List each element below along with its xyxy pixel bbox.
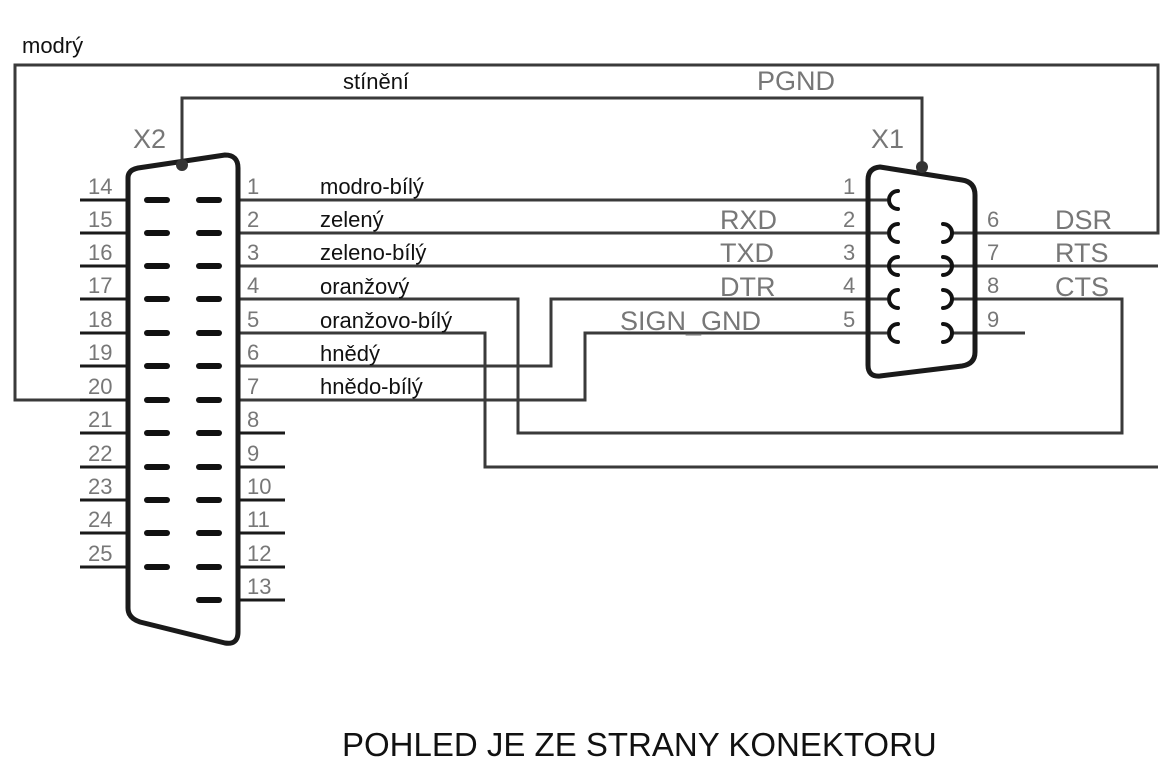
x2-pin-9: 9: [247, 441, 259, 466]
label-pin1: modro-bílý: [320, 174, 424, 199]
label-pgnd: PGND: [757, 66, 835, 96]
x2-pin-bars: [144, 197, 222, 603]
x1-connector-body: [865, 164, 978, 379]
wire-pin7: [238, 331, 887, 402]
x2-pin-16: 16: [88, 240, 112, 265]
label-pin5: oranžovo-bílý: [320, 308, 452, 333]
x1-pin-2: 2: [843, 207, 855, 232]
footer-caption: POHLED JE ZE STRANY KONEKTORU: [342, 726, 937, 763]
x2-pin-20: 20: [88, 374, 112, 399]
x1-label: X1: [871, 124, 904, 154]
x2-pin-25: 25: [88, 541, 112, 566]
x1-connector: X1 1 2 3 4 5 6 7 8 9: [843, 124, 999, 379]
x2-pin-3: 3: [247, 240, 259, 265]
label-stineni: stínění: [343, 69, 409, 94]
x1-shield-dot: [916, 161, 928, 173]
x1-pin-7: 7: [987, 240, 999, 265]
x2-pin-11: 11: [247, 507, 270, 532]
x2-connector-body: [125, 152, 241, 646]
x1-pin-3: 3: [843, 240, 855, 265]
x2-pin-21: 21: [88, 407, 112, 432]
signal-dsr: DSR: [1055, 205, 1112, 235]
x1-pin-8: 8: [987, 273, 999, 298]
x2-connector: X2 14 15 16 17 18 19 20 21 22 23 24 25 1…: [80, 124, 285, 646]
x2-pin-5: 5: [247, 307, 259, 332]
x2-label: X2: [133, 124, 166, 154]
x2-pin-23: 23: [88, 474, 112, 499]
x2-pin-24: 24: [88, 507, 112, 532]
x1-pin-5: 5: [843, 307, 855, 332]
signal-sign-gnd: SIGN_GND: [620, 306, 761, 336]
x1-pin-4: 4: [843, 273, 855, 298]
x2-pin-18: 18: [88, 307, 112, 332]
signal-dtr: DTR: [720, 272, 776, 302]
x2-pin-8: 8: [247, 407, 259, 432]
signal-rxd: RXD: [720, 205, 777, 235]
x2-pin-4: 4: [247, 273, 259, 298]
label-pin3: zeleno-bílý: [320, 240, 426, 265]
x2-shield-dot: [176, 159, 188, 171]
wire-modry: [13, 63, 1160, 402]
wire-pin6: [238, 297, 887, 368]
x2-pin-6: 6: [247, 340, 259, 365]
x2-pin-14: 14: [88, 174, 112, 199]
x2-pin-1: 1: [247, 174, 259, 199]
x2-pin-10: 10: [247, 474, 271, 499]
label-pin7: hnědo-bílý: [320, 374, 423, 399]
x1-pin-1: 1: [843, 174, 855, 199]
x2-pin-22: 22: [88, 441, 112, 466]
x2-pin-2: 2: [247, 207, 259, 232]
x2-pin-7: 7: [247, 374, 259, 399]
signal-txd: TXD: [720, 238, 774, 268]
label-modry: modrý: [22, 33, 83, 58]
wire-shield: [180, 96, 924, 167]
label-pin2: zelený: [320, 207, 384, 232]
x2-pin-12: 12: [247, 541, 271, 566]
x2-pin-13: 13: [247, 574, 271, 599]
wire-pin4: [238, 297, 1124, 435]
x1-pin-9: 9: [987, 307, 999, 332]
label-pin4: oranžový: [320, 274, 409, 299]
x2-pin-19: 19: [88, 340, 112, 365]
x2-pin-15: 15: [88, 207, 112, 232]
signal-cts: CTS: [1055, 272, 1109, 302]
signal-rts: RTS: [1055, 238, 1109, 268]
x2-pin-17: 17: [88, 273, 112, 298]
x1-pin-6: 6: [987, 207, 999, 232]
label-pin6: hnědý: [320, 341, 380, 366]
